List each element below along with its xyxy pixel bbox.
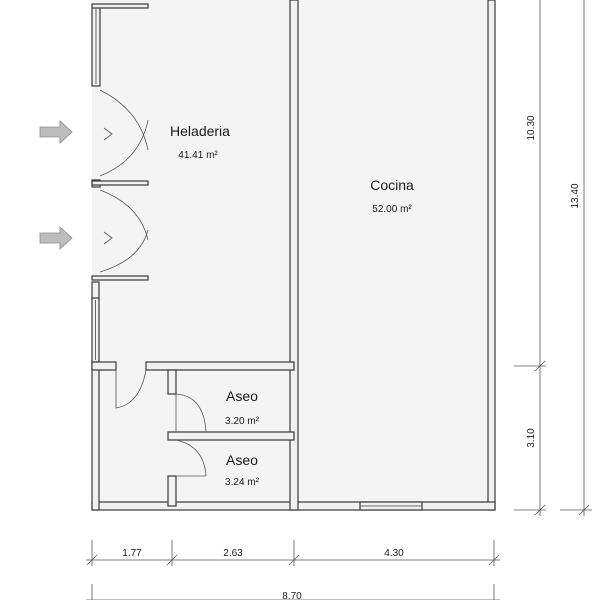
dimension-bottom-total: 8.70 <box>86 584 500 600</box>
dimension-bottom-3: 4.30 <box>384 548 404 559</box>
restroom-door-hall <box>115 369 147 409</box>
entrance-arrow-icon <box>39 120 73 144</box>
room-area-cocina: 52.00 m² <box>372 204 412 215</box>
room-name-heladeria: Heladeria <box>170 123 230 139</box>
dimension-right-upper: 10.30 <box>526 115 537 140</box>
room-area-aseo-bottom: 3.24 m² <box>225 477 260 488</box>
wall-left-pier <box>91 281 100 301</box>
entrance-arrow-icon <box>39 226 73 250</box>
room-name-aseo-top: Aseo <box>226 388 258 404</box>
dimension-bottom-2: 2.63 <box>223 548 243 559</box>
wall-right <box>487 0 496 511</box>
wall-heladeria-cocina <box>289 0 299 511</box>
restroom-door-top <box>175 393 207 433</box>
entrance-door-lower <box>99 189 149 273</box>
dimension-total-height: 13.40 <box>570 183 581 208</box>
room-name-cocina: Cocina <box>370 177 414 193</box>
room-name-aseo-bottom: Aseo <box>226 452 258 468</box>
dimension-right-lower: 3.10 <box>526 428 537 448</box>
dimension-total-width: 8.70 <box>282 591 302 600</box>
room-area-heladeria: 41.41 m² <box>178 150 218 161</box>
wall-restrooms-top <box>145 361 295 371</box>
dimension-right-total: 13.40 <box>560 0 592 516</box>
dimension-right-segments: 10.30 3.10 <box>514 0 546 516</box>
dimension-bottom-1: 1.77 <box>122 548 142 559</box>
wall-between-restrooms <box>167 431 295 441</box>
entrance-door-upper <box>99 89 149 177</box>
room-area-aseo-top: 3.20 m² <box>225 416 260 427</box>
restroom-door-bottom <box>175 439 207 477</box>
wall-left-lower <box>91 361 100 511</box>
dimension-bottom-segments: 1.77 2.63 4.30 <box>86 540 500 566</box>
wall-restroom-left <box>167 369 177 395</box>
